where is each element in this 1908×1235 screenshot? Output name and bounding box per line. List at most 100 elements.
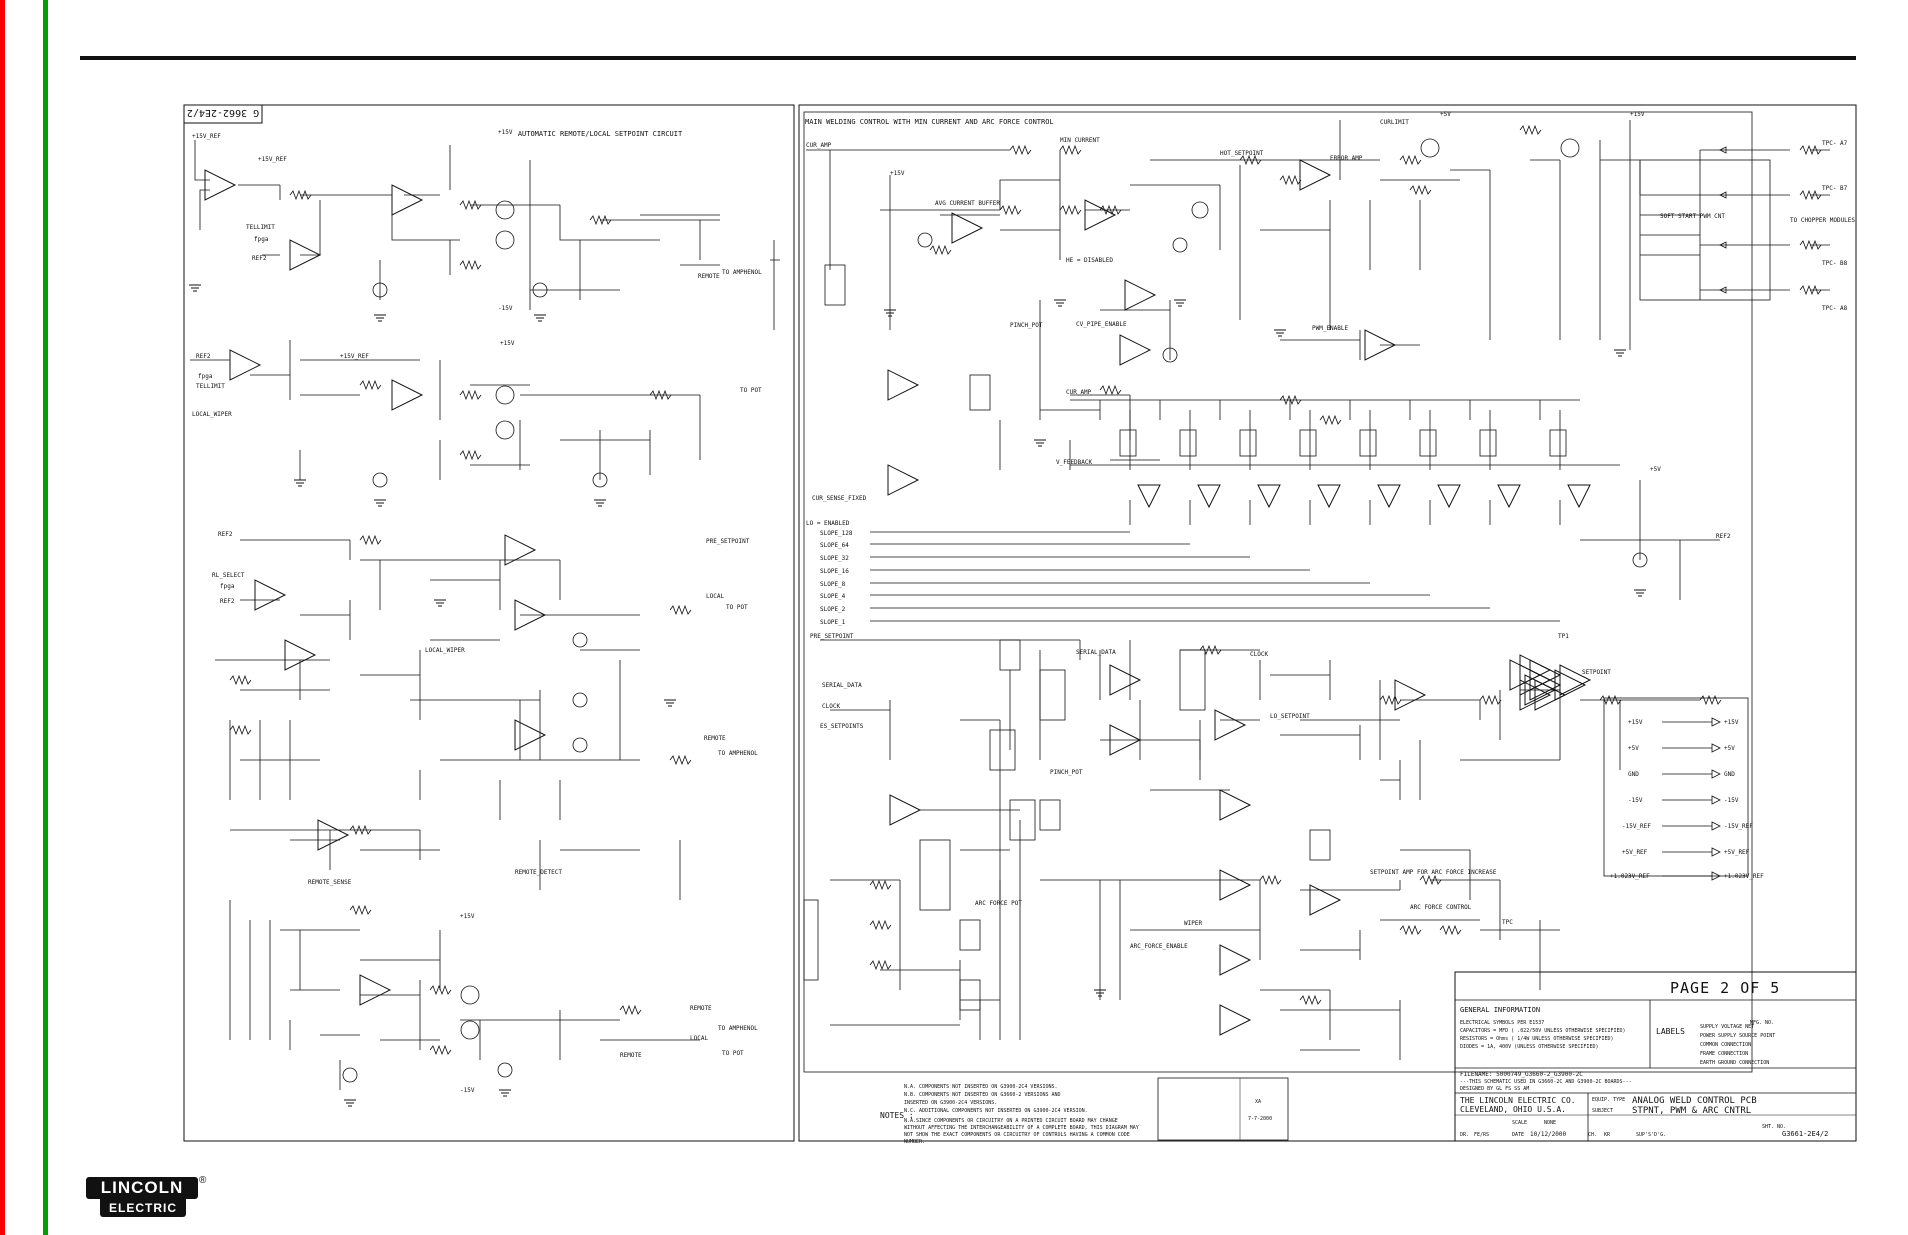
label-to-pot-2: TO POT bbox=[726, 604, 748, 611]
title-board-name: ANALOG WELD CONTROL PCB bbox=[1632, 1096, 1757, 1106]
label-soft-start: SOFT START PWM CNT bbox=[1660, 213, 1725, 220]
label-pre-setpoint-left: PRE_SETPOINT bbox=[706, 538, 750, 545]
label-remote-3: REMOTE bbox=[690, 1005, 712, 1012]
label-local-2: LOCAL bbox=[690, 1035, 708, 1042]
label-ref2-a: REF2 bbox=[252, 255, 267, 262]
logo-top-text: LINCOLN bbox=[86, 1177, 198, 1199]
label-serial-data-2: SERIAL_DATA bbox=[822, 682, 862, 689]
label-lo-setpoint: LO_SETPOINT bbox=[1270, 713, 1310, 720]
title-schematic-note: ---THIS SCHEMATIC USED IN G3660-2C AND G… bbox=[1460, 1079, 1632, 1085]
opamp-x51d bbox=[254, 579, 286, 611]
label-setpoint: SETPOINT bbox=[1582, 669, 1611, 676]
title-page-number: PAGE 2 OF 5 bbox=[1670, 979, 1780, 997]
label-clock-2: CLOCK bbox=[822, 703, 840, 710]
slope-label-32: SLOPE_32 bbox=[820, 555, 849, 562]
label-to-amphenol-2: TO AMPHENOL bbox=[718, 750, 758, 757]
label-wiper: WIPER bbox=[1184, 920, 1202, 927]
label-ref2-b: REF2 bbox=[196, 353, 211, 360]
slope-label-8: SLOPE_8 bbox=[820, 581, 846, 588]
title-mfg: MFG. NO. bbox=[1750, 1020, 1774, 1026]
slope-label-2: SLOPE_2 bbox=[820, 606, 846, 613]
label-remote-detect: REMOTE_DETECT bbox=[515, 869, 562, 876]
slope-comparator-row bbox=[1137, 484, 1591, 508]
legend-in-1: +5V bbox=[1628, 745, 1639, 752]
label-fpga-a: fpga bbox=[254, 236, 269, 243]
title-ch-label: CH. bbox=[1588, 1132, 1597, 1138]
opamp-x41 bbox=[1219, 789, 1251, 821]
title-label-item-1: POWER SUPPLY SOURCE POINT bbox=[1700, 1033, 1775, 1039]
notes-line-2: INSERTED ON G3900-2C4 VERSIONS. bbox=[904, 1100, 997, 1106]
opamp-x42a bbox=[889, 794, 921, 826]
slope-label-64: SLOPE_64 bbox=[820, 542, 849, 549]
notes-line-4: N.A.SINCE COMPONENTS OR CIRCUITRY ON A P… bbox=[904, 1118, 1118, 1124]
left-edge-gap bbox=[5, 0, 44, 1235]
label-pwm-enable: PWM_ENABLE bbox=[1312, 325, 1349, 332]
notes-line-3: N.C. ADDITIONAL COMPONENTS NOT INSERTED … bbox=[904, 1108, 1088, 1114]
opamp-x7b bbox=[359, 974, 391, 1006]
label-serial-data-1: SERIAL_DATA bbox=[1076, 649, 1116, 656]
opamp-x39d bbox=[887, 464, 919, 496]
opamp-x52b bbox=[1394, 679, 1426, 711]
legend-in-4: -15V_REF bbox=[1622, 823, 1651, 830]
legend-out-0: +15V bbox=[1724, 719, 1739, 726]
label-remote-1: REMOTE bbox=[698, 273, 720, 280]
label-min-current: MIN CURRENT bbox=[1060, 137, 1100, 144]
label-cur-amp-2: CUR_AMP bbox=[1066, 389, 1092, 396]
label-lo-enabled: LO = ENABLED bbox=[806, 520, 850, 527]
label-15v-ref-top: +15V_REF bbox=[258, 156, 287, 163]
lincoln-electric-logo: LINCOLN ELECTRIC ® bbox=[86, 1175, 208, 1225]
slope-label-1: SLOPE_1 bbox=[820, 619, 846, 626]
label-15v-top: +15V bbox=[498, 129, 513, 136]
opamp-x5b bbox=[1219, 869, 1251, 901]
tpc-output-b7: TPC- B7 bbox=[1822, 185, 1848, 192]
label-fpga-c: fpga bbox=[220, 583, 235, 590]
label-clock-1: CLOCK bbox=[1250, 651, 1268, 658]
notes-line-1: N.B. COMPONENTS NOT INSERTED ON G3660-2 … bbox=[904, 1092, 1061, 1098]
title-labels-heading: LABELS bbox=[1656, 1027, 1685, 1036]
right-circuit-title: MAIN WELDING CONTROL WITH MIN CURRENT AN… bbox=[805, 118, 1054, 126]
label-15v-ref-left: +15V_REF bbox=[192, 133, 221, 140]
title-ch: KR bbox=[1604, 1132, 1611, 1138]
label-15v-ref-mid: +15V_REF bbox=[340, 353, 369, 360]
legend-out-6: +1.023V_REF bbox=[1724, 873, 1764, 880]
label-remote-sense: REMOTE_SENSE bbox=[308, 879, 352, 886]
label-15v-bottom: +15V bbox=[460, 913, 475, 920]
label-cur-limit: CURLIMIT bbox=[1380, 119, 1409, 126]
logo-bottom-text: ELECTRIC bbox=[100, 1199, 186, 1217]
label-setpoint-amp: SETPOINT AMP FOR ARC FORCE INCREASE bbox=[1370, 869, 1497, 876]
label-remote-2: REMOTE bbox=[704, 735, 726, 742]
label-tp1: TP1 bbox=[1558, 633, 1569, 640]
opamp-x2 bbox=[1219, 1004, 1251, 1036]
rotated-drawing-label: G 3662-2E4/2 bbox=[187, 107, 259, 118]
title-block-frame bbox=[1454, 971, 1857, 1142]
label-local-1: LOCAL bbox=[706, 593, 724, 600]
label-m15v-top: -15V bbox=[498, 305, 513, 312]
label-15v-right: +15V bbox=[1630, 111, 1645, 118]
legend-in-5: +5V_REF bbox=[1622, 849, 1648, 856]
opamp-x53 bbox=[1109, 664, 1141, 696]
slope-label-group: SLOPE_128 SLOPE_64 SLOPE_32 SLOPE_16 SLO… bbox=[820, 530, 853, 626]
opamp-x43 bbox=[1124, 279, 1156, 311]
notes-line-0: N.A. COMPONENTS NOT INSERTED ON G3900-2C… bbox=[904, 1084, 1058, 1090]
notes-label: NOTES : bbox=[880, 1111, 914, 1120]
label-rl-select: RL_SELECT bbox=[212, 572, 245, 579]
label-arc-force-pot: ARC FORCE POT bbox=[975, 900, 1022, 907]
opamp-x5d bbox=[1309, 884, 1341, 916]
opamp-x52b bbox=[229, 349, 261, 381]
tpc-output-chopper: TO CHOPPER MODULES bbox=[1790, 217, 1855, 224]
title-equip-type: EQUIP. TYPE bbox=[1592, 1097, 1625, 1103]
title-dr-label: DR. bbox=[1460, 1132, 1469, 1138]
label-fpga-b: fpga bbox=[198, 373, 213, 380]
title-sht-no-label: SHT. NO. bbox=[1762, 1124, 1786, 1130]
legend-out-4: -15V_REF bbox=[1724, 823, 1753, 830]
notes-line-6: NOT SHOW THE EXACT COMPONENTS OR CIRCUIT… bbox=[904, 1132, 1130, 1138]
opamp-x5c bbox=[1084, 199, 1116, 231]
legend-in-0: +15V bbox=[1628, 719, 1643, 726]
label-to-pot-3: TO POT bbox=[722, 1050, 744, 1057]
left-edge-green-bar bbox=[43, 0, 48, 1235]
opamp-x42d bbox=[887, 369, 919, 401]
title-label-item-4: EARTH GROUND CONNECTION bbox=[1700, 1060, 1769, 1066]
label-15v-right-2: +15V bbox=[890, 170, 905, 177]
tpc-output-a8: TPC- A8 bbox=[1822, 305, 1848, 312]
